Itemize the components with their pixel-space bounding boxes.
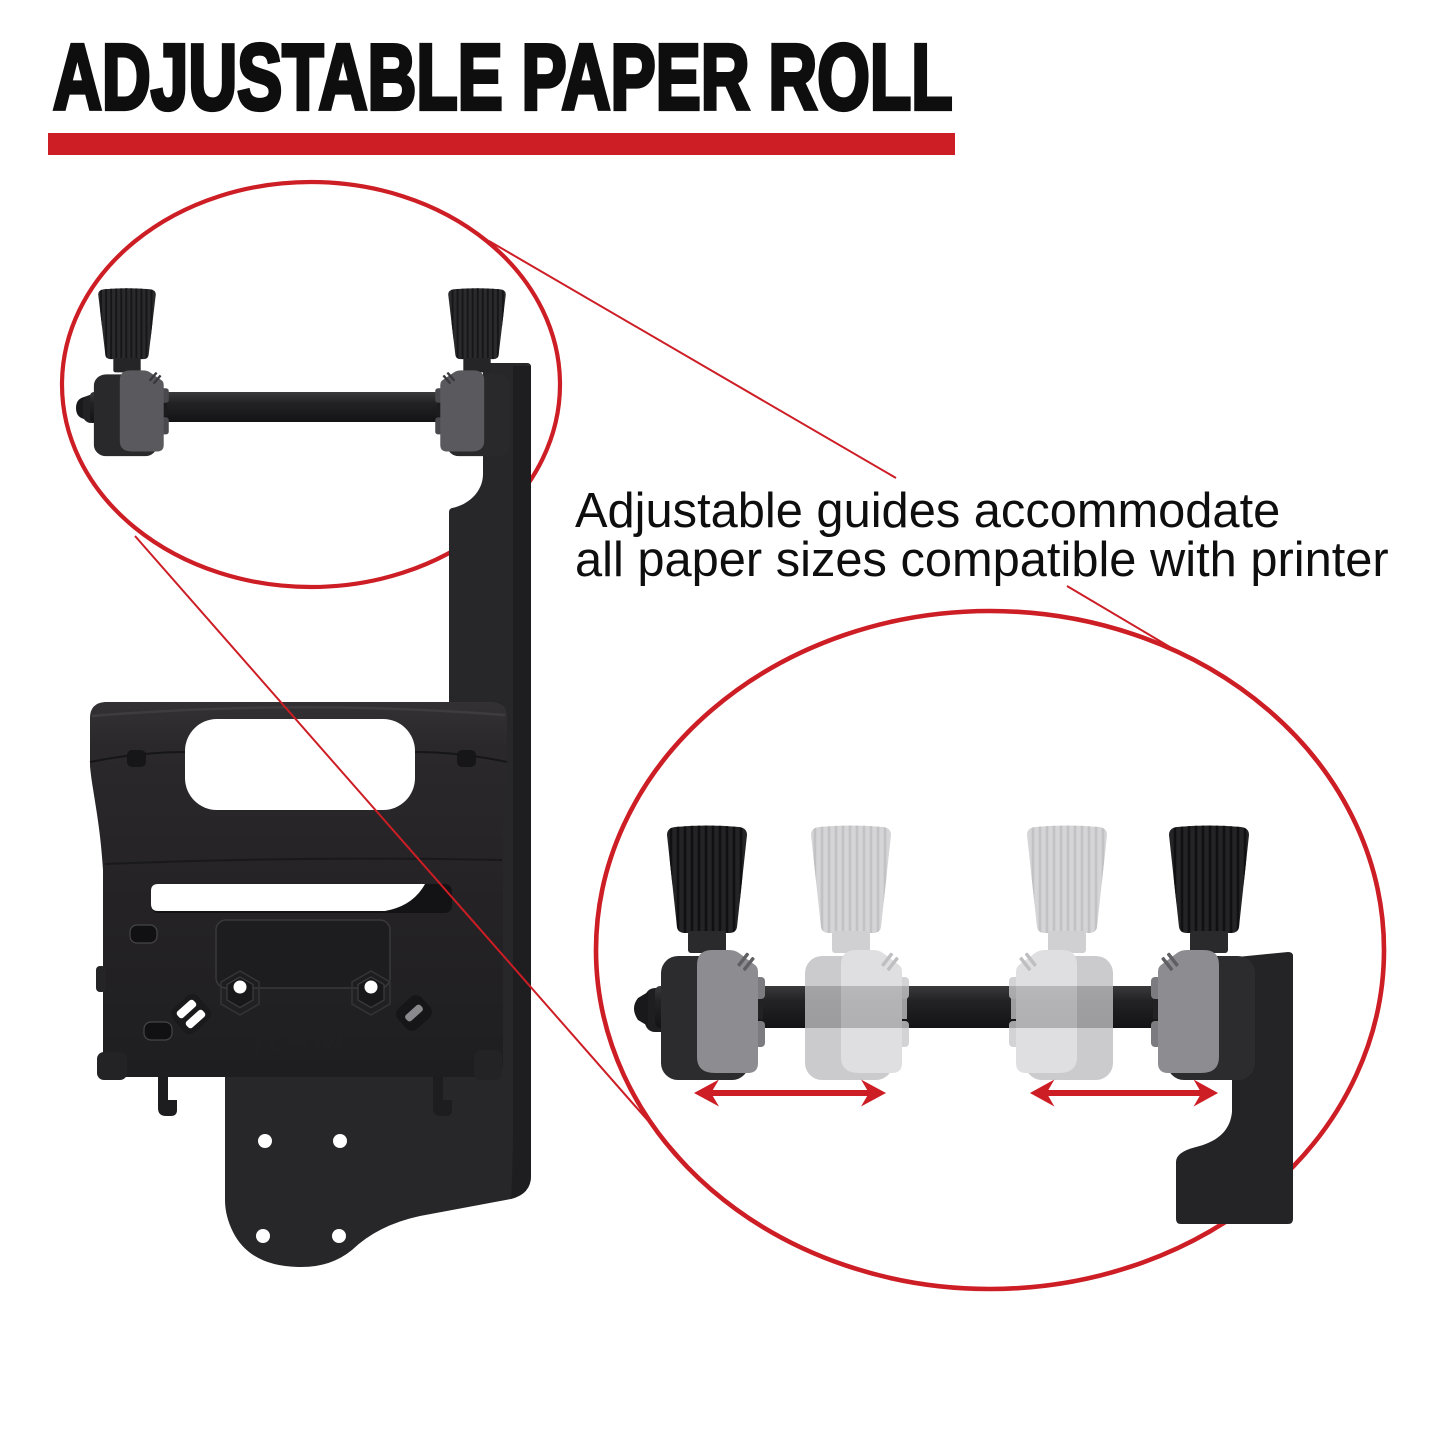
svg-text:all paper sizes compatible wit: all paper sizes compatible with printer — [575, 533, 1389, 587]
svg-text:ADJUSTABLE PAPER ROLL: ADJUSTABLE PAPER ROLL — [53, 26, 953, 130]
svg-text:RAM: RAM — [254, 1018, 347, 1059]
svg-text:Adjustable guides accommodate: Adjustable guides accommodate — [575, 484, 1280, 538]
